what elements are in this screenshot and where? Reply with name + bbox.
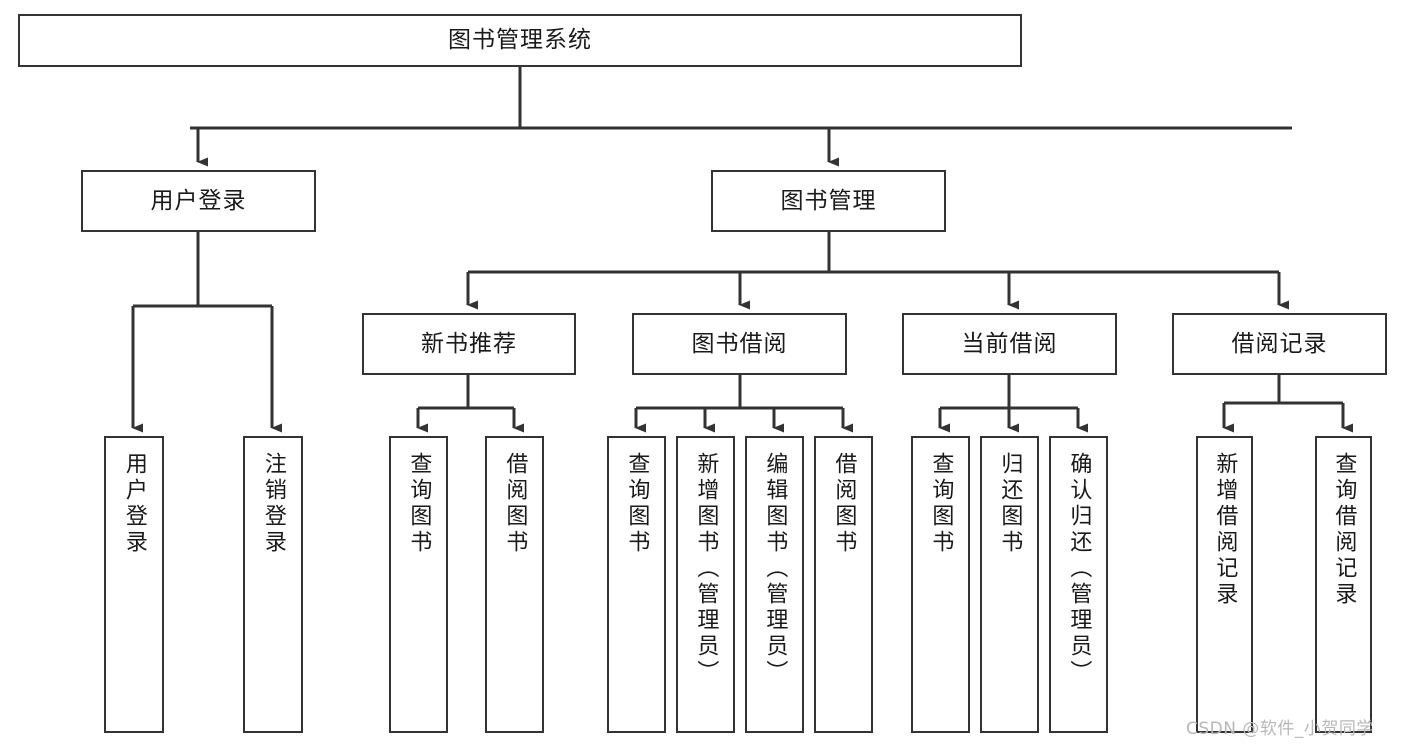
node-book-borrow-label: 图书借阅 bbox=[691, 330, 788, 357]
leaf-bb-borrow-book[interactable]: 借阅图书 bbox=[814, 436, 873, 733]
leaf-bb-query-book-label: 查询图书 bbox=[624, 452, 650, 556]
node-book-management-label: 图书管理 bbox=[780, 187, 877, 214]
leaf-cb-return-book-label: 归还图书 bbox=[997, 452, 1023, 556]
csdn-watermark: CSDN @软件_小贺同学 bbox=[1186, 719, 1374, 739]
node-current-borrow[interactable]: 当前借阅 bbox=[902, 313, 1117, 375]
node-current-borrow-label: 当前借阅 bbox=[961, 330, 1058, 357]
node-new-book-recommend-label: 新书推荐 bbox=[421, 330, 517, 357]
node-root-label: 图书管理系统 bbox=[448, 27, 592, 54]
leaf-br-query-record[interactable]: 查询借阅记录 bbox=[1315, 436, 1372, 733]
leaf-logout[interactable]: 注销登录 bbox=[243, 436, 303, 733]
leaf-bb-edit-book-admin[interactable]: 编辑图书（管理员） bbox=[745, 436, 804, 733]
leaf-cb-confirm-return-admin-label: 确认归还（管理员） bbox=[1066, 452, 1092, 686]
leaf-bb-borrow-book-label: 借阅图书 bbox=[831, 452, 857, 556]
node-new-book-recommend[interactable]: 新书推荐 bbox=[362, 313, 576, 375]
node-user-login[interactable]: 用户登录 bbox=[81, 170, 316, 232]
leaf-br-add-record-label: 新增借阅记录 bbox=[1212, 452, 1238, 608]
leaf-cb-return-book[interactable]: 归还图书 bbox=[980, 436, 1039, 733]
node-borrow-record-label: 借阅记录 bbox=[1231, 330, 1328, 357]
leaf-bb-edit-book-admin-label: 编辑图书（管理员） bbox=[762, 452, 788, 686]
leaf-bb-query-book[interactable]: 查询图书 bbox=[607, 436, 666, 733]
leaf-nbr-query-book[interactable]: 查询图书 bbox=[389, 436, 448, 733]
leaf-bb-add-book-admin[interactable]: 新增图书（管理员） bbox=[676, 436, 735, 733]
leaf-nbr-borrow-book[interactable]: 借阅图书 bbox=[485, 436, 544, 733]
leaf-logout-label: 注销登录 bbox=[260, 452, 286, 556]
leaf-nbr-query-book-label: 查询图书 bbox=[406, 452, 432, 556]
leaf-nbr-borrow-book-label: 借阅图书 bbox=[502, 452, 528, 556]
leaf-cb-query-book-label: 查询图书 bbox=[928, 452, 954, 556]
leaf-user-login[interactable]: 用户登录 bbox=[104, 436, 164, 733]
leaf-cb-confirm-return-admin[interactable]: 确认归还（管理员） bbox=[1049, 436, 1108, 733]
leaf-br-query-record-label: 查询借阅记录 bbox=[1331, 452, 1357, 608]
leaf-bb-add-book-admin-label: 新增图书（管理员） bbox=[693, 452, 719, 686]
node-book-borrow[interactable]: 图书借阅 bbox=[632, 313, 847, 375]
node-user-login-label: 用户登录 bbox=[150, 187, 247, 214]
leaf-br-add-record[interactable]: 新增借阅记录 bbox=[1196, 436, 1253, 733]
node-book-management[interactable]: 图书管理 bbox=[711, 170, 946, 232]
leaf-user-login-label: 用户登录 bbox=[121, 452, 147, 556]
node-root[interactable]: 图书管理系统 bbox=[18, 14, 1022, 67]
leaf-cb-query-book[interactable]: 查询图书 bbox=[911, 436, 970, 733]
node-borrow-record[interactable]: 借阅记录 bbox=[1172, 313, 1387, 375]
